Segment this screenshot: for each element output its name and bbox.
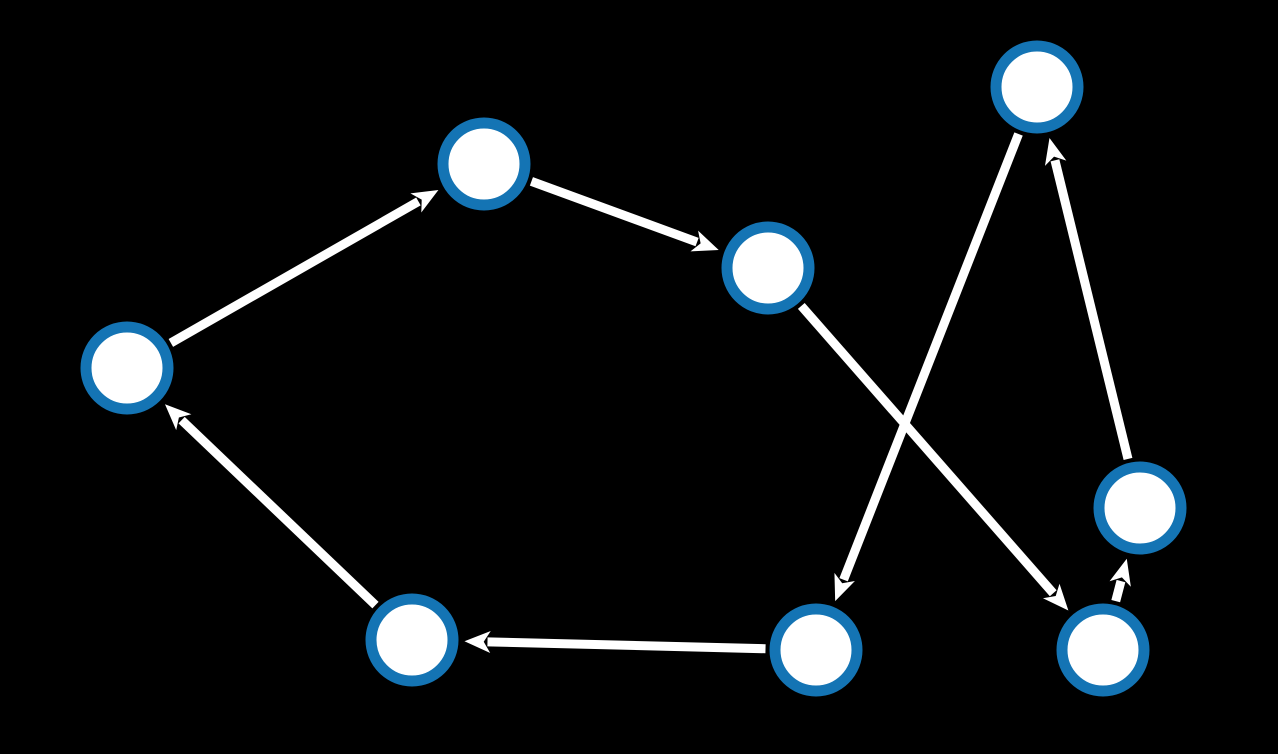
graph-edge[interactable] — [834, 132, 1023, 602]
edge-arrowhead-icon — [834, 572, 855, 602]
graph-node[interactable] — [437, 117, 531, 211]
edge-arrowhead-icon — [164, 404, 192, 431]
graph-edge[interactable] — [164, 404, 379, 609]
graph-edge[interactable] — [1044, 138, 1133, 461]
graph-node[interactable] — [80, 321, 174, 415]
edge-arrowhead-icon — [464, 630, 491, 653]
edge-line — [839, 132, 1023, 582]
edge-line — [1111, 579, 1126, 603]
edges-layer — [164, 132, 1133, 654]
node-circle[interactable] — [1056, 603, 1150, 697]
node-circle[interactable] — [365, 593, 459, 687]
graph-node[interactable] — [721, 221, 815, 315]
graph-edge[interactable] — [797, 303, 1069, 611]
node-circle[interactable] — [1093, 461, 1187, 555]
nodes-layer — [80, 40, 1187, 697]
graph-node[interactable] — [365, 593, 459, 687]
edge-line — [1050, 159, 1133, 461]
edge-line — [797, 303, 1057, 597]
node-circle[interactable] — [990, 40, 1084, 134]
edge-arrowhead-icon — [410, 190, 439, 213]
graph-node[interactable] — [1056, 603, 1150, 697]
edge-line — [529, 177, 699, 247]
graph-edge[interactable] — [1109, 558, 1131, 603]
edge-arrowhead-icon — [1109, 558, 1131, 587]
edge-arrowhead-icon — [1044, 138, 1067, 166]
graph-node[interactable] — [1093, 461, 1187, 555]
graph-edge[interactable] — [464, 630, 766, 654]
node-circle[interactable] — [721, 221, 815, 315]
node-circle[interactable] — [437, 117, 531, 211]
graph-node[interactable] — [990, 40, 1084, 134]
edge-arrowhead-icon — [1042, 583, 1069, 611]
edge-line — [178, 416, 379, 609]
graph-edge[interactable] — [168, 190, 439, 347]
node-circle[interactable] — [80, 321, 174, 415]
edge-arrowhead-icon — [690, 230, 719, 252]
node-circle[interactable] — [769, 603, 863, 697]
edge-line — [168, 197, 421, 347]
edge-line — [487, 637, 766, 654]
graph-node[interactable] — [769, 603, 863, 697]
graph-edge[interactable] — [529, 177, 719, 252]
